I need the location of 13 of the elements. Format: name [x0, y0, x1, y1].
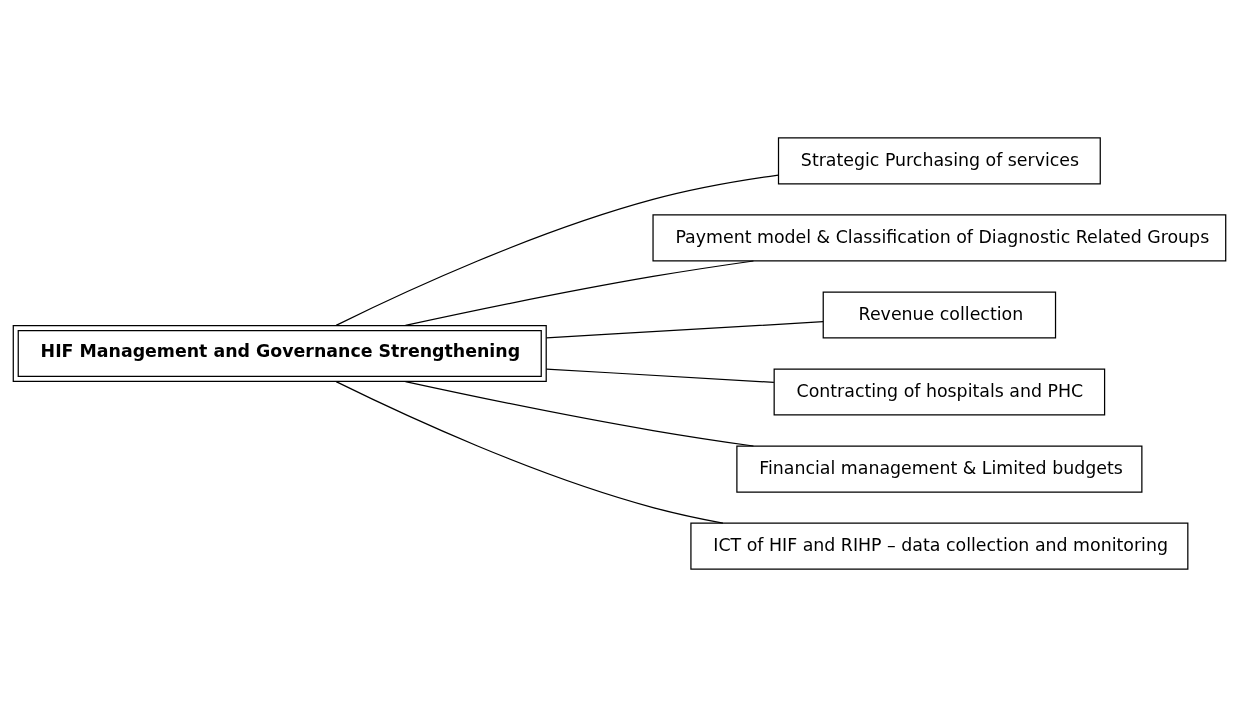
connector	[545, 321, 824, 339]
node-box: HIF Management and Governance Strengthening	[12, 324, 547, 383]
node-box: Revenue collection	[822, 291, 1057, 339]
node-box: ICT of HIF and RIHP – data collection and monitoring	[690, 522, 1189, 570]
connector	[335, 381, 724, 524]
node-box: Strategic Purchasing of services	[777, 137, 1101, 185]
connector	[335, 174, 779, 326]
connector	[545, 368, 775, 383]
connector	[404, 380, 755, 447]
connector	[404, 260, 755, 327]
node-box: Financial management & Limited budgets	[736, 445, 1143, 493]
node-box: Payment model & Classification of Diagnostic Related Groups	[652, 214, 1227, 262]
node-box: Contracting of hospitals and PHC	[773, 368, 1106, 416]
